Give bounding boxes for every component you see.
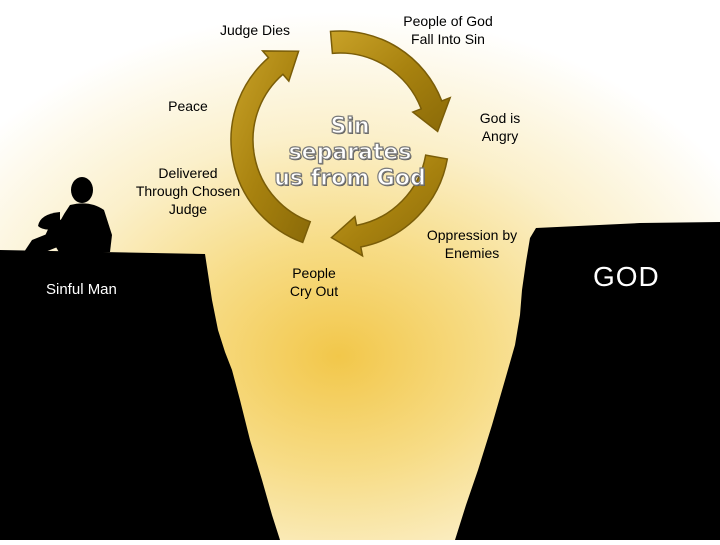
cycle-arrow-top-right — [329, 30, 452, 133]
step-people-cry-out: People Cry Out — [289, 265, 339, 299]
left-cliff — [0, 250, 280, 540]
right-cliff — [455, 222, 720, 540]
sitting-man-silhouette-icon — [24, 177, 112, 254]
step-judge-dies: Judge Dies — [219, 22, 291, 38]
cycle-arrow-bottom — [330, 154, 449, 258]
step-oppression: Oppression by Enemies — [426, 227, 518, 261]
step-fall-into-sin: People of God Fall Into Sin — [403, 13, 493, 47]
god-label: GOD — [593, 261, 660, 292]
cycle-arrows — [230, 30, 452, 258]
center-message: Sin separates us from God — [274, 113, 427, 191]
step-delivered: Delivered Through Chosen Judge — [135, 165, 241, 217]
step-god-angry: God is Angry — [479, 110, 521, 144]
sinful-man-label: Sinful Man — [46, 281, 117, 298]
cycle-arrow-left — [230, 50, 312, 244]
step-peace: Peace — [168, 98, 208, 114]
